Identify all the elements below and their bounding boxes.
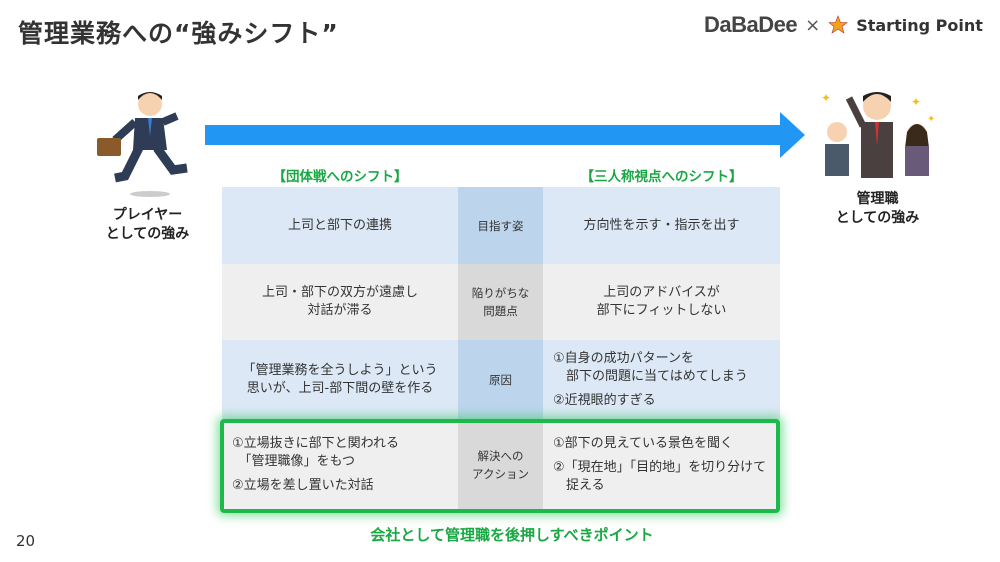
cell-text: 目指す姿 — [477, 218, 524, 233]
table-cell-right: 上司のアドバイスが部下にフィットしない — [543, 264, 780, 340]
label-line: としての強み — [105, 226, 190, 242]
table-cell-category: 目指す姿 — [458, 187, 543, 264]
table-cell-right: ①部下の見えている景色を聞く ②「現在地」「目的地」を切り分けて 捉える — [543, 419, 780, 511]
cell-text: 陥りがちな — [471, 286, 530, 300]
table-cell-category: 陥りがちな問題点 — [458, 264, 543, 340]
svg-text:✦: ✦ — [821, 91, 831, 105]
times-sign: × — [805, 14, 821, 36]
running-player-illustration — [97, 92, 188, 197]
page-number: 20 — [16, 532, 36, 550]
dabadee-logo: DaBaDee — [704, 12, 798, 37]
table-cell-left: ①立場抜きに部下と関われる 「管理職像」をもつ ②立場を差し置いた対話 — [222, 419, 458, 511]
header-third-person-shift: 【三人称視点へのシフト】 — [580, 169, 743, 185]
page-title: 管理業務への“強みシフト” — [18, 19, 339, 48]
cell-text: ①部下の見えている景色を聞く — [553, 436, 734, 451]
cell-text: 部下にフィットしない — [596, 303, 727, 318]
cell-text: 対話が滞る — [307, 303, 373, 318]
table-cell-category: 解決へのアクション — [458, 419, 543, 511]
label-line: プレイヤー — [112, 207, 183, 223]
table-cell-left: 上司・部下の双方が遠慮し対話が滞る — [222, 264, 458, 340]
cell-text: ②立場を差し置いた対話 — [232, 478, 374, 493]
cell-text: 部下の問題に当てはめてしまう — [553, 368, 748, 384]
header-team-shift: 【団体戦へのシフト】 — [272, 169, 408, 185]
cell-text: ②近視眼的すぎる — [553, 392, 656, 408]
cell-text: 問題点 — [483, 304, 518, 318]
cell-text: 「管理業務を全うしよう」という — [242, 362, 438, 378]
starting-point-logo: Starting Point — [856, 15, 983, 35]
player-strength-label: プレイヤー としての強み — [90, 206, 205, 244]
cell-text: 上司と部下の連携 — [287, 217, 392, 233]
cell-text: 「管理職像」をもつ — [232, 454, 355, 469]
table-cell-left: 上司と部下の連携 — [222, 187, 458, 264]
cell-text: アクション — [472, 467, 529, 481]
highlight-box — [220, 419, 780, 513]
table-cell-right: ①自身の成功パターンを 部下の問題に当てはめてしまう ②近視眼的すぎる — [543, 340, 780, 419]
table-cell-category: 原因 — [458, 340, 543, 419]
key-point-caption: 会社として管理職を後押しすべきポイント — [370, 526, 654, 544]
manager-team-illustration: ✦ ✦ ✦ — [821, 91, 935, 178]
manager-strength-label: 管理職 としての強み — [820, 190, 935, 228]
cell-text: 上司のアドバイスが — [603, 285, 720, 300]
table-cell-left: 「管理業務を全うしよう」という思いが、上司-部下間の壁を作る — [222, 340, 458, 419]
cell-text: 解決への — [477, 449, 524, 463]
cell-text: 思いが、上司-部下間の壁を作る — [246, 380, 434, 396]
cell-text: 方向性を示す・指示を出す — [583, 217, 740, 233]
cell-text: 原因 — [489, 372, 512, 387]
logo: DaBaDee × Starting Point — [704, 8, 994, 42]
progress-arrow-icon — [205, 112, 805, 158]
star-icon — [828, 15, 849, 34]
table-cell-right: 方向性を示す・指示を出す — [543, 187, 780, 264]
svg-text:✦: ✦ — [927, 114, 935, 125]
svg-text:✦: ✦ — [911, 95, 921, 109]
cell-text: 捉える — [553, 478, 605, 493]
label-line: 管理職 — [856, 191, 899, 207]
cell-text: ①自身の成功パターンを — [553, 350, 695, 366]
cell-text: 上司・部下の双方が遠慮し — [261, 285, 418, 300]
label-line: としての強み — [835, 210, 920, 226]
cell-text: ②「現在地」「目的地」を切り分けて — [553, 460, 767, 475]
cell-text: ①立場抜きに部下と関われる — [232, 436, 400, 451]
